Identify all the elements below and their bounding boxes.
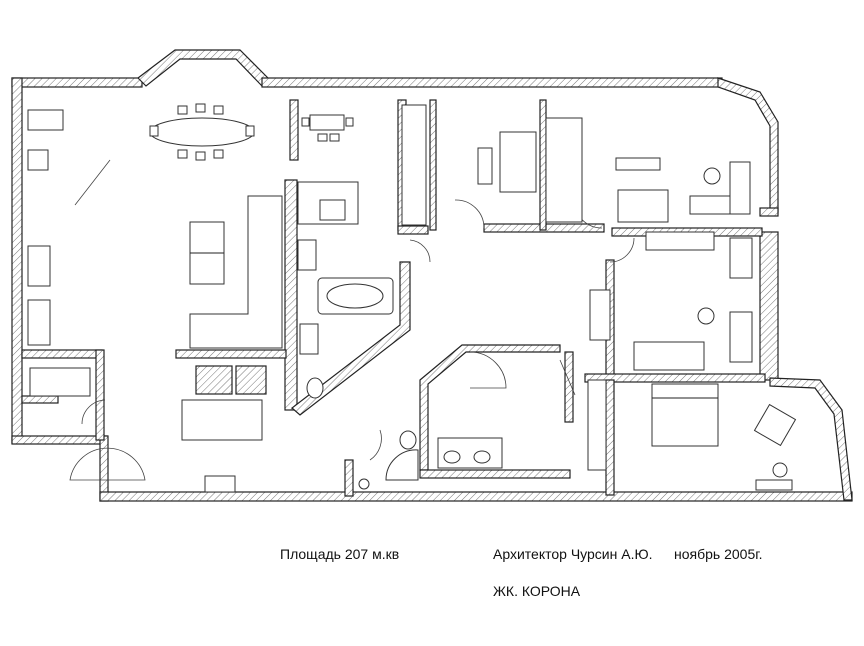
stove bbox=[319, 199, 346, 221]
toilet-2 bbox=[399, 430, 417, 450]
cabinet bbox=[729, 237, 753, 279]
sideboard bbox=[181, 399, 263, 441]
desk-3 bbox=[729, 311, 753, 363]
desk-4 bbox=[755, 479, 793, 491]
closet bbox=[29, 367, 91, 397]
office-chair bbox=[703, 167, 721, 185]
desk-2 bbox=[689, 195, 731, 215]
desk bbox=[729, 161, 751, 215]
cabinet-3 bbox=[27, 299, 51, 346]
shoe-cabinet bbox=[27, 109, 64, 131]
armchair-sofa bbox=[617, 189, 669, 223]
radiator bbox=[204, 475, 236, 493]
exterior-walls bbox=[11, 49, 853, 502]
double-bed bbox=[651, 383, 719, 447]
corner-sofa bbox=[189, 195, 283, 349]
sofa-3 bbox=[633, 341, 705, 371]
wardrobe-2 bbox=[545, 117, 583, 223]
stove-2 bbox=[27, 149, 49, 171]
shelf bbox=[645, 231, 715, 251]
kitchen-sink bbox=[297, 239, 317, 271]
furniture bbox=[27, 103, 797, 493]
architect-label: Архитектор Чурсин А.Ю. bbox=[493, 546, 653, 562]
sofa-2 bbox=[499, 131, 537, 193]
small-dining-table bbox=[309, 114, 345, 131]
chair bbox=[697, 307, 715, 325]
wardrobe-1 bbox=[401, 104, 427, 226]
date-label: ноябрь 2005г. bbox=[674, 546, 763, 562]
project-label: ЖК. КОРОНА bbox=[493, 583, 581, 599]
wardrobe-3 bbox=[589, 289, 611, 341]
cabinet-2 bbox=[27, 245, 51, 287]
toilet-1 bbox=[306, 377, 324, 399]
shower bbox=[385, 449, 419, 481]
area-label: Площадь 207 м.кв bbox=[280, 546, 400, 562]
washbasin bbox=[299, 323, 319, 355]
dining-table bbox=[149, 117, 255, 147]
bed-single bbox=[753, 403, 797, 447]
dining-chairs bbox=[149, 103, 255, 161]
bidet bbox=[358, 478, 370, 490]
chair-2 bbox=[772, 462, 788, 478]
bench bbox=[477, 147, 493, 185]
wardrobe-4 bbox=[587, 379, 607, 471]
tv-stand bbox=[615, 157, 661, 171]
